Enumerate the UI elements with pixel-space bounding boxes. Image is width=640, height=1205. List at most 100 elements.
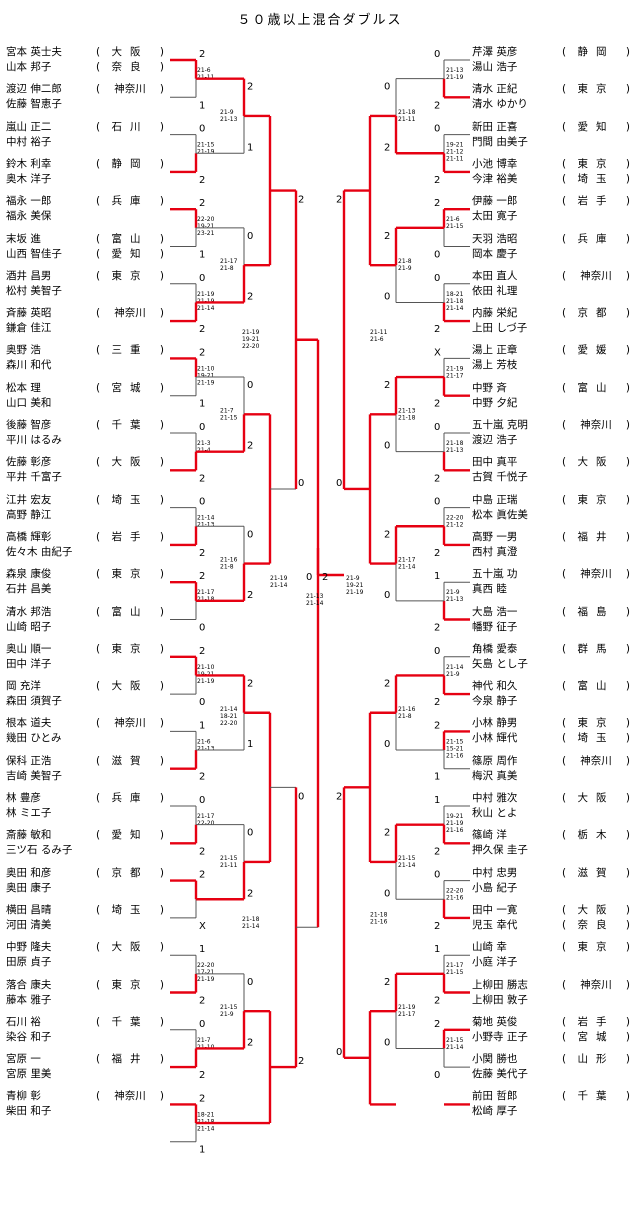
player-name: 宮原 一 xyxy=(6,1053,41,1066)
prefecture-name: 神奈川 xyxy=(580,269,612,282)
player-names: 森泉 康俊石井 昌美 xyxy=(6,567,51,597)
score: 2 xyxy=(199,49,205,60)
prefecture-row: (愛知) xyxy=(96,247,164,260)
player-name: 石川 裕 xyxy=(6,1015,41,1028)
player-name: 青柳 彰 xyxy=(6,1090,41,1103)
prefecture: (東京) xyxy=(562,82,630,112)
score: 2 xyxy=(336,195,342,206)
prefecture: (東京) xyxy=(562,493,630,523)
right-entry: 山崎 幸小庭 洋子(東京) xyxy=(472,938,640,972)
prefecture-name: 福井 xyxy=(111,1053,149,1066)
player-name: 末坂 進 xyxy=(6,232,41,245)
prefecture: (千葉) xyxy=(96,418,164,448)
prefecture-row: (埼玉) xyxy=(96,903,164,916)
score: 2 xyxy=(247,82,253,93)
prefecture: (千葉) xyxy=(562,1089,630,1119)
right-entry: 大島 浩一幡野 征子(福島) xyxy=(472,603,640,637)
game-score: 21-15 xyxy=(220,1004,238,1011)
right-entry: 本田 直人依田 礼理(神奈川) xyxy=(472,267,640,301)
prefecture-row: (滋賀) xyxy=(562,866,630,879)
score: 0 xyxy=(199,623,205,634)
prefecture-name: 埼玉 xyxy=(111,903,149,916)
prefecture-row: (東京) xyxy=(562,941,630,954)
prefecture-row: (宮城) xyxy=(96,381,164,394)
player-name: 高野 一男 xyxy=(472,530,518,543)
player-name: 児玉 幸代 xyxy=(472,918,518,931)
left-entry: 石川 裕染谷 和子(千葉) xyxy=(6,1013,174,1047)
prefecture: (滋賀) xyxy=(562,866,630,896)
game-score: 21-18 xyxy=(370,912,388,919)
player-name: 田中 一寛 xyxy=(472,903,518,916)
player-name: 中野 斉 xyxy=(472,381,507,394)
game-score: 15-21 xyxy=(446,745,464,752)
game-score: 21-13 xyxy=(197,745,215,752)
player-name: 前田 哲郎 xyxy=(472,1090,518,1103)
game-score: 21-16 xyxy=(370,919,388,926)
game-score: 21-7 xyxy=(197,1037,211,1044)
game-score: 21-13 xyxy=(398,407,416,414)
player-names: 青柳 彰柴田 和子 xyxy=(6,1089,51,1119)
prefecture: (大阪) xyxy=(562,791,630,821)
game-score: 21-19 xyxy=(446,365,464,372)
prefecture-name: 埼玉 xyxy=(577,172,615,185)
prefecture-row: (大阪) xyxy=(96,456,164,469)
prefecture-row: (静岡) xyxy=(96,157,164,170)
score: 0 xyxy=(199,124,205,135)
prefecture-row: (奈良) xyxy=(562,918,630,931)
left-entry: 落合 康夫藤本 雅子(東京) xyxy=(6,976,174,1010)
score: 2 xyxy=(199,646,205,657)
score: 0 xyxy=(298,791,304,802)
prefecture-name: 神奈川 xyxy=(580,754,612,767)
prefecture: (神奈川) xyxy=(562,418,630,448)
prefecture-name: 大阪 xyxy=(577,903,615,916)
game-score: 21-19 xyxy=(270,575,288,582)
player-names: 奥野 浩森川 和代 xyxy=(6,343,51,373)
prefecture-name: 静岡 xyxy=(111,157,149,170)
player-names: 宮原 一宮原 里美 xyxy=(6,1052,51,1082)
game-score: 21-17 xyxy=(446,962,464,969)
prefecture: (東京)(埼玉) xyxy=(562,716,630,746)
player-name: 山口 美和 xyxy=(6,396,52,409)
prefecture: (神奈川) xyxy=(96,82,164,112)
player-name: 奥木 洋子 xyxy=(6,172,52,185)
game-score: 22-20 xyxy=(220,720,238,727)
player-names: 落合 康夫藤本 雅子 xyxy=(6,978,51,1008)
prefecture-name: 埼玉 xyxy=(577,732,615,745)
player-name: 中村 裕子 xyxy=(6,135,52,148)
prefecture-row: (石川) xyxy=(96,120,164,133)
player-names: 篠原 周作梅沢 真美 xyxy=(472,754,517,784)
score: 1 xyxy=(247,142,253,153)
score: 2 xyxy=(247,590,253,601)
score: 0 xyxy=(384,739,390,750)
player-name: 根本 道夫 xyxy=(6,717,52,730)
prefecture-row: (東京) xyxy=(96,642,164,655)
left-entry: 斉藤 英昭鎌倉 佳江(神奈川) xyxy=(6,304,174,338)
prefecture-name: 神奈川 xyxy=(114,307,146,320)
player-name: 佐藤 彰彦 xyxy=(6,456,52,469)
game-score: 21-19 xyxy=(242,329,260,336)
player-names: 大島 浩一幡野 征子 xyxy=(472,605,517,635)
player-name: 森泉 康俊 xyxy=(6,568,52,581)
prefecture-row: (東京) xyxy=(562,493,630,506)
prefecture: (神奈川) xyxy=(562,567,630,597)
prefecture-name: 東京 xyxy=(577,83,615,96)
game-score: 21-10 xyxy=(197,664,215,671)
prefecture: (群馬) xyxy=(562,642,630,672)
game-score: 22-20 xyxy=(446,888,464,895)
player-name: 中村 雅次 xyxy=(472,792,518,804)
page-title: ５０歳以上混合ダブルス xyxy=(237,13,403,28)
prefecture-name: 大阪 xyxy=(111,941,149,954)
game-score: 21-14 xyxy=(197,1125,215,1132)
player-name: 森田 須賀子 xyxy=(6,695,62,708)
player-name: 大島 浩一 xyxy=(472,605,518,618)
score: 2 xyxy=(434,921,440,932)
game-score: 21-8 xyxy=(220,265,234,272)
prefecture-row: (埼玉) xyxy=(96,493,164,506)
prefecture-name: 愛知 xyxy=(577,120,615,133)
player-names: 松本 理山口 美和 xyxy=(6,381,51,411)
game-score: 21-14 xyxy=(398,862,416,869)
prefecture: (愛媛) xyxy=(562,343,630,373)
game-score: 21-11 xyxy=(370,329,388,336)
prefecture-name: 大阪 xyxy=(111,680,149,693)
player-name: 今津 裕美 xyxy=(472,172,518,185)
